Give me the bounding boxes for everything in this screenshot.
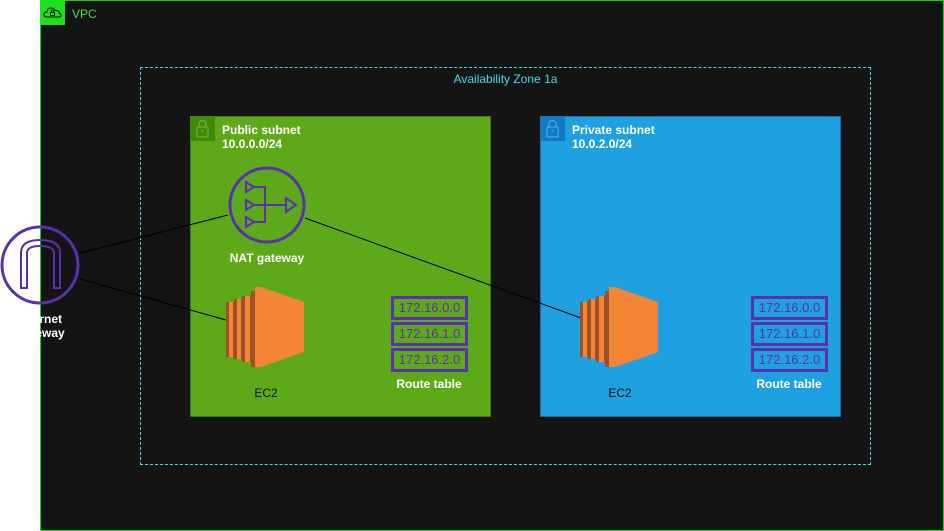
igw-nat-link [79, 214, 229, 254]
vpc-label: VPC [72, 7, 97, 21]
route-entry[interactable]: 172.16.2.0 [391, 348, 468, 372]
route-entry[interactable]: 172.16.1.0 [751, 322, 828, 346]
route-entry[interactable]: 172.16.1.0 [391, 322, 468, 346]
route-entry[interactable]: 172.16.2.0 [751, 348, 828, 372]
ec2-label: EC2 [608, 386, 632, 400]
availability-zone[interactable] [140, 67, 871, 465]
private-subnet[interactable] [540, 116, 841, 417]
az-label: Availability Zone 1a [453, 72, 558, 86]
lock-icon [190, 116, 215, 141]
public-subnet[interactable] [190, 116, 491, 417]
ec2-label: EC2 [254, 386, 278, 400]
route-table-label: Route table [396, 377, 462, 391]
igw-ec2-link [79, 278, 227, 321]
route-table-label: Route table [756, 377, 822, 391]
route-entry[interactable]: 172.16.0.0 [391, 296, 468, 320]
nat-private-ec2-link [304, 217, 582, 319]
vpc-cloud-icon [40, 0, 65, 25]
nat-gateway-label: NAT gateway [229, 251, 305, 265]
route-entry[interactable]: 172.16.0.0 [751, 296, 828, 320]
lock-icon [540, 116, 565, 141]
